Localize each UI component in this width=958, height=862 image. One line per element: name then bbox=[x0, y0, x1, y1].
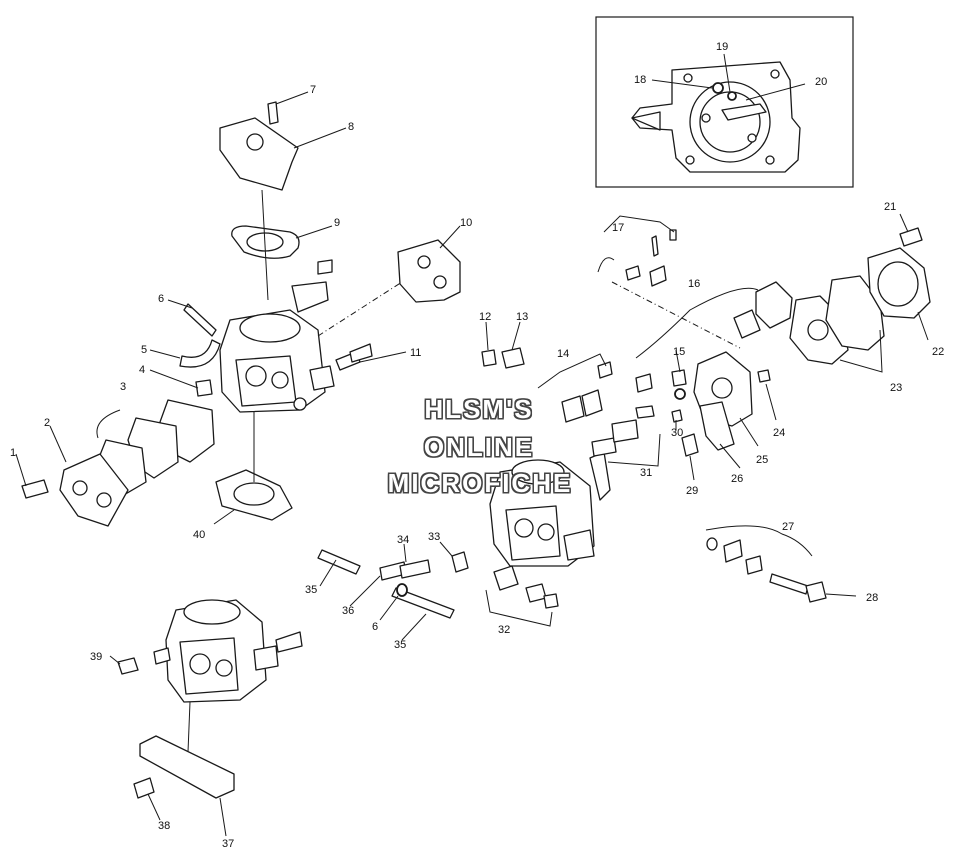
watermark-line-1: HLSM'S bbox=[424, 394, 534, 424]
callout-28: 28 bbox=[866, 592, 878, 604]
fuel-line bbox=[317, 549, 361, 575]
screw bbox=[21, 479, 49, 499]
callout-7: 7 bbox=[310, 84, 316, 96]
callout-6a: 6 bbox=[158, 293, 164, 305]
callout-13: 13 bbox=[516, 311, 528, 323]
mounting-bracket bbox=[139, 735, 235, 799]
callout-39: 39 bbox=[90, 651, 102, 663]
idle-screw bbox=[769, 573, 809, 595]
callout-35b: 35 bbox=[394, 639, 406, 651]
inset-detail bbox=[595, 16, 854, 188]
callout-11: 11 bbox=[410, 347, 421, 359]
callout-3: 3 bbox=[120, 381, 126, 393]
callout-26: 26 bbox=[731, 473, 743, 485]
screw bbox=[899, 227, 923, 247]
callout-24: 24 bbox=[773, 427, 785, 439]
callout-22: 22 bbox=[932, 346, 944, 358]
callout-18: 18 bbox=[634, 74, 646, 86]
fuel-line bbox=[399, 559, 431, 579]
needle-valve-cover bbox=[755, 281, 793, 329]
callout-8: 8 bbox=[348, 121, 354, 133]
callout-31: 31 bbox=[640, 467, 652, 479]
bracket-plate bbox=[219, 117, 299, 191]
screw bbox=[117, 657, 139, 675]
elbow-hose bbox=[179, 339, 221, 368]
fuel-line bbox=[391, 587, 455, 619]
callout-4: 4 bbox=[139, 364, 145, 376]
callout-33: 33 bbox=[428, 531, 440, 543]
callout-2: 2 bbox=[44, 417, 50, 429]
callout-labels: 1 2 3 4 5 6 7 8 9 10 11 12 13 14 15 16 1… bbox=[10, 41, 944, 850]
callout-5: 5 bbox=[141, 344, 147, 356]
leader-lines bbox=[15, 91, 929, 837]
callout-25: 25 bbox=[756, 454, 768, 466]
callout-27: 27 bbox=[782, 521, 794, 533]
callout-19: 19 bbox=[716, 41, 728, 53]
diaphragm bbox=[825, 275, 885, 351]
fuel-pump bbox=[397, 239, 461, 303]
callout-16: 16 bbox=[688, 278, 700, 290]
fitting bbox=[195, 379, 213, 397]
screw bbox=[267, 101, 279, 125]
center-assembly bbox=[317, 347, 655, 619]
watermark-line-3: MICROFICHE bbox=[387, 468, 573, 498]
hose bbox=[183, 303, 217, 337]
right-assembly bbox=[611, 227, 931, 603]
callout-20: 20 bbox=[815, 76, 827, 88]
callout-40: 40 bbox=[193, 529, 205, 541]
callout-34: 34 bbox=[397, 534, 409, 546]
callout-15: 15 bbox=[673, 346, 685, 358]
callout-36: 36 bbox=[342, 605, 354, 617]
callout-38: 38 bbox=[158, 820, 170, 832]
screw bbox=[133, 777, 155, 799]
callout-1: 1 bbox=[10, 447, 16, 459]
callout-14: 14 bbox=[557, 348, 569, 360]
callout-37: 37 bbox=[222, 838, 234, 850]
callout-12: 12 bbox=[479, 311, 491, 323]
callout-21: 21 bbox=[884, 201, 896, 213]
lower-left-assembly bbox=[117, 599, 303, 799]
callout-10: 10 bbox=[460, 217, 472, 229]
callout-6b: 6 bbox=[372, 621, 378, 633]
lever-plate bbox=[699, 401, 735, 451]
callout-17: 17 bbox=[612, 222, 624, 234]
pump-cover bbox=[59, 453, 129, 527]
callout-30: 30 bbox=[671, 427, 683, 439]
callout-35a: 35 bbox=[305, 584, 317, 596]
watermark-line-2: ONLINE bbox=[423, 432, 535, 462]
callout-29: 29 bbox=[686, 485, 698, 497]
callout-32: 32 bbox=[498, 624, 510, 636]
callout-9: 9 bbox=[334, 217, 340, 229]
callout-23: 23 bbox=[890, 382, 902, 394]
upper-left-assembly bbox=[21, 101, 461, 527]
